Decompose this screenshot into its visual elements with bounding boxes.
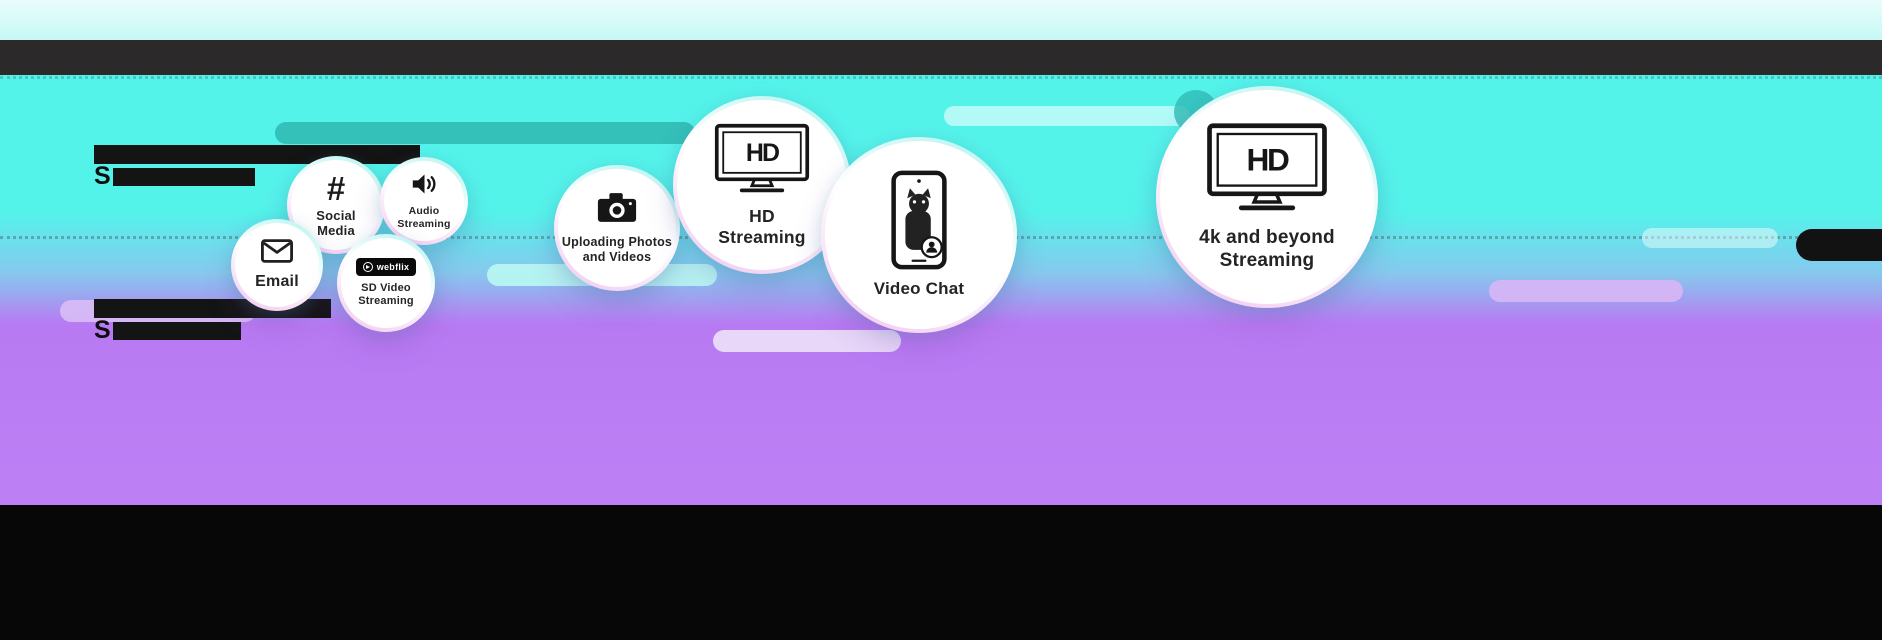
envelope-icon: [261, 238, 293, 268]
svg-text:HD: HD: [1246, 141, 1289, 177]
decorative-pill: [944, 106, 1190, 126]
footer-bar: [0, 505, 1882, 640]
decorative-pill: [275, 122, 695, 144]
bubble-uploading-photos: Uploading Photos and Videos: [554, 165, 680, 291]
bubble-label: HD Streaming: [718, 205, 806, 247]
bubble-hd-streaming: HD HD Streaming: [673, 96, 851, 274]
bubble-video-chat: Video Chat: [821, 137, 1017, 333]
bubble-label: Social Media: [316, 207, 356, 238]
bubble-label: Uploading Photos and Videos: [561, 235, 673, 264]
bubble-label: 4k and beyond Streaming: [1199, 227, 1335, 271]
redacted-heading-prefix: S: [94, 316, 111, 344]
bubble-label: Audio Streaming: [397, 205, 451, 230]
redacted-text-bar: [112, 167, 255, 186]
speaker-icon: [411, 172, 438, 201]
bubble-audio-streaming: Audio Streaming: [380, 157, 468, 245]
header-dotted-line: [0, 76, 1882, 79]
bubble-social-media: # Social Media: [287, 156, 385, 254]
redacted-text-bar: [112, 321, 241, 340]
redacted-heading-prefix: S: [94, 162, 111, 190]
decorative-pill: [1642, 228, 1778, 248]
webflix-logo: webflix: [355, 258, 417, 277]
tv-hd-icon: HD: [714, 123, 810, 200]
bubble-sd-video-streaming: webflix SD Video Streaming: [337, 234, 435, 332]
play-icon: [362, 262, 373, 273]
bubble-label: Email: [255, 272, 299, 290]
bubble-4k-streaming: HD 4k and beyond Streaming: [1156, 86, 1378, 308]
hashtag-icon: #: [326, 169, 346, 207]
decorative-pill-right-edge: [1796, 229, 1882, 261]
svg-text:HD: HD: [746, 139, 779, 167]
webflix-logo-text: webflix: [376, 262, 410, 273]
bubble-label: Video Chat: [873, 279, 965, 299]
bubble-email: Email: [231, 219, 323, 311]
header-bar: [0, 40, 1882, 75]
phone-video-call-icon: [890, 170, 948, 275]
redacted-text-bar: [94, 145, 420, 164]
camera-icon: [596, 191, 638, 229]
decorative-pill: [713, 330, 901, 352]
bubble-label: SD Video Streaming: [358, 282, 414, 307]
decorative-pill: [1489, 280, 1683, 302]
top-strip: [0, 0, 1882, 40]
tv-hd-icon: HD: [1206, 122, 1328, 219]
